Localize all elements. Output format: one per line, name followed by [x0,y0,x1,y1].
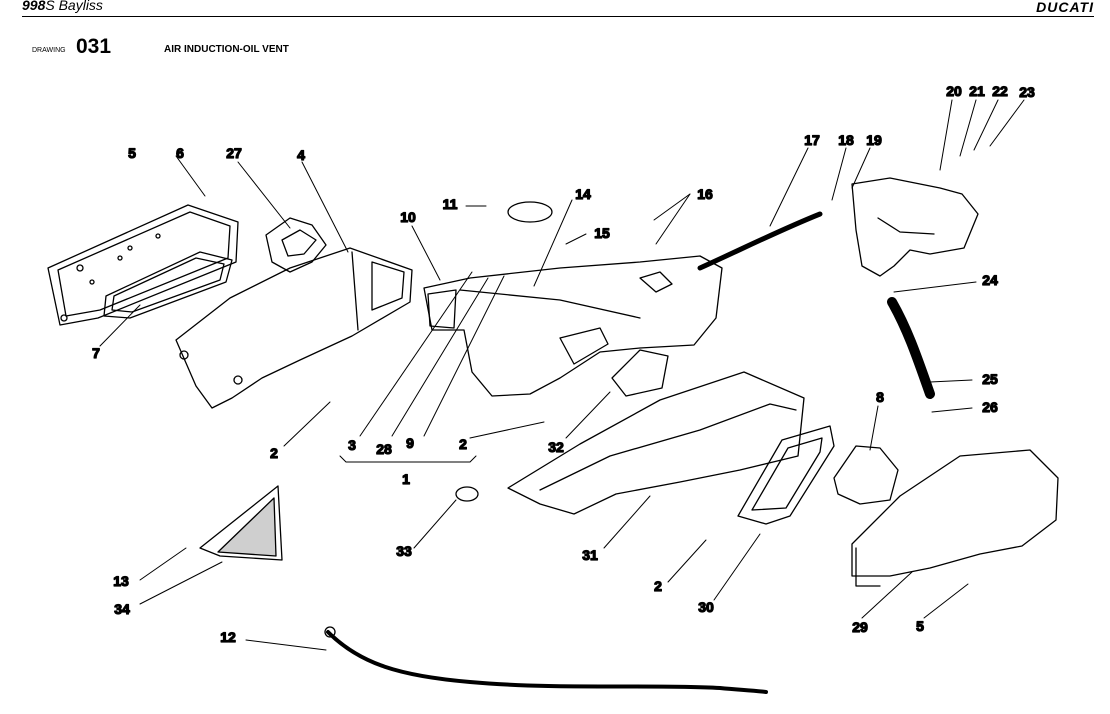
model-title: 998S Bayliss [22,0,103,13]
callout-8: 8 [876,389,884,405]
part-27-flange [265,217,327,273]
callout-15: 15 [594,225,610,241]
callout-4: 4 [297,147,305,163]
callout-25: 25 [982,371,998,387]
part-airbox [423,255,723,397]
leader-lines [99,99,1025,651]
callout-7: 7 [92,345,100,361]
part-4-duct [175,247,413,409]
callout-21: 21 [969,83,985,99]
callout-24: 24 [982,272,998,288]
part-8-cover [833,445,899,505]
callout-10: 10 [400,209,416,225]
callout-1: 1 [402,471,410,487]
callout-18: 18 [838,132,854,148]
callout-9: 9 [406,435,414,451]
part-34-grille [199,485,283,561]
model-number: 998 [22,0,46,13]
callout-27: 27 [226,145,242,161]
callout-2: 2 [459,436,467,452]
part-29-cover [851,449,1059,587]
callout-23: 23 [1019,84,1035,100]
callout-2: 2 [654,578,662,594]
callout-14: 14 [575,186,591,202]
drawing-number: 031 [76,35,112,58]
callout-11: 11 [443,196,458,212]
callout-12: 12 [220,629,236,645]
callout-16: 16 [697,186,713,202]
callouts: 1 2 2 2 5 3 4 5 6 7 8 9 10 11 12 13 14 1… [91,82,1035,645]
callout-17: 17 [804,132,820,148]
callout-22: 22 [992,83,1008,99]
part-12-connector [324,626,336,638]
part-left-bracket [47,204,239,326]
header-rule [22,16,1094,17]
page-header: 998S Bayliss DUCATI [0,0,1110,18]
callout-2: 2 [270,445,278,461]
part-30-filter [737,425,835,525]
callout-5: 5 [128,145,136,161]
callout-28: 28 [376,441,392,457]
part-11-ring [507,201,553,223]
callout-30: 30 [698,599,714,615]
part-19-duct [851,177,979,277]
callout-34: 34 [114,601,130,617]
callout-3: 3 [348,437,356,453]
part-12-hose [326,630,768,694]
part-25-hose [887,297,935,399]
callout-33: 33 [396,543,412,559]
part-32-grille [611,349,669,397]
model-name: S Bayliss [45,0,103,13]
brand-logo: DUCATI [1036,0,1094,15]
callout-26: 26 [982,399,998,415]
callout-6: 6 [176,145,184,161]
part-33-grommet [455,486,479,502]
callout-32: 32 [548,439,564,455]
callout-29: 29 [852,619,868,635]
callout-19: 19 [866,132,882,148]
callout-13: 13 [113,573,129,589]
callout-5: 5 [916,618,924,634]
callout-20: 20 [946,83,962,99]
drawing-title: AIR INDUCTION-OIL VENT [164,44,289,55]
part-17-hose [697,211,823,271]
drawing-label: DRAWING [32,47,66,54]
callout-31: 31 [582,547,598,563]
